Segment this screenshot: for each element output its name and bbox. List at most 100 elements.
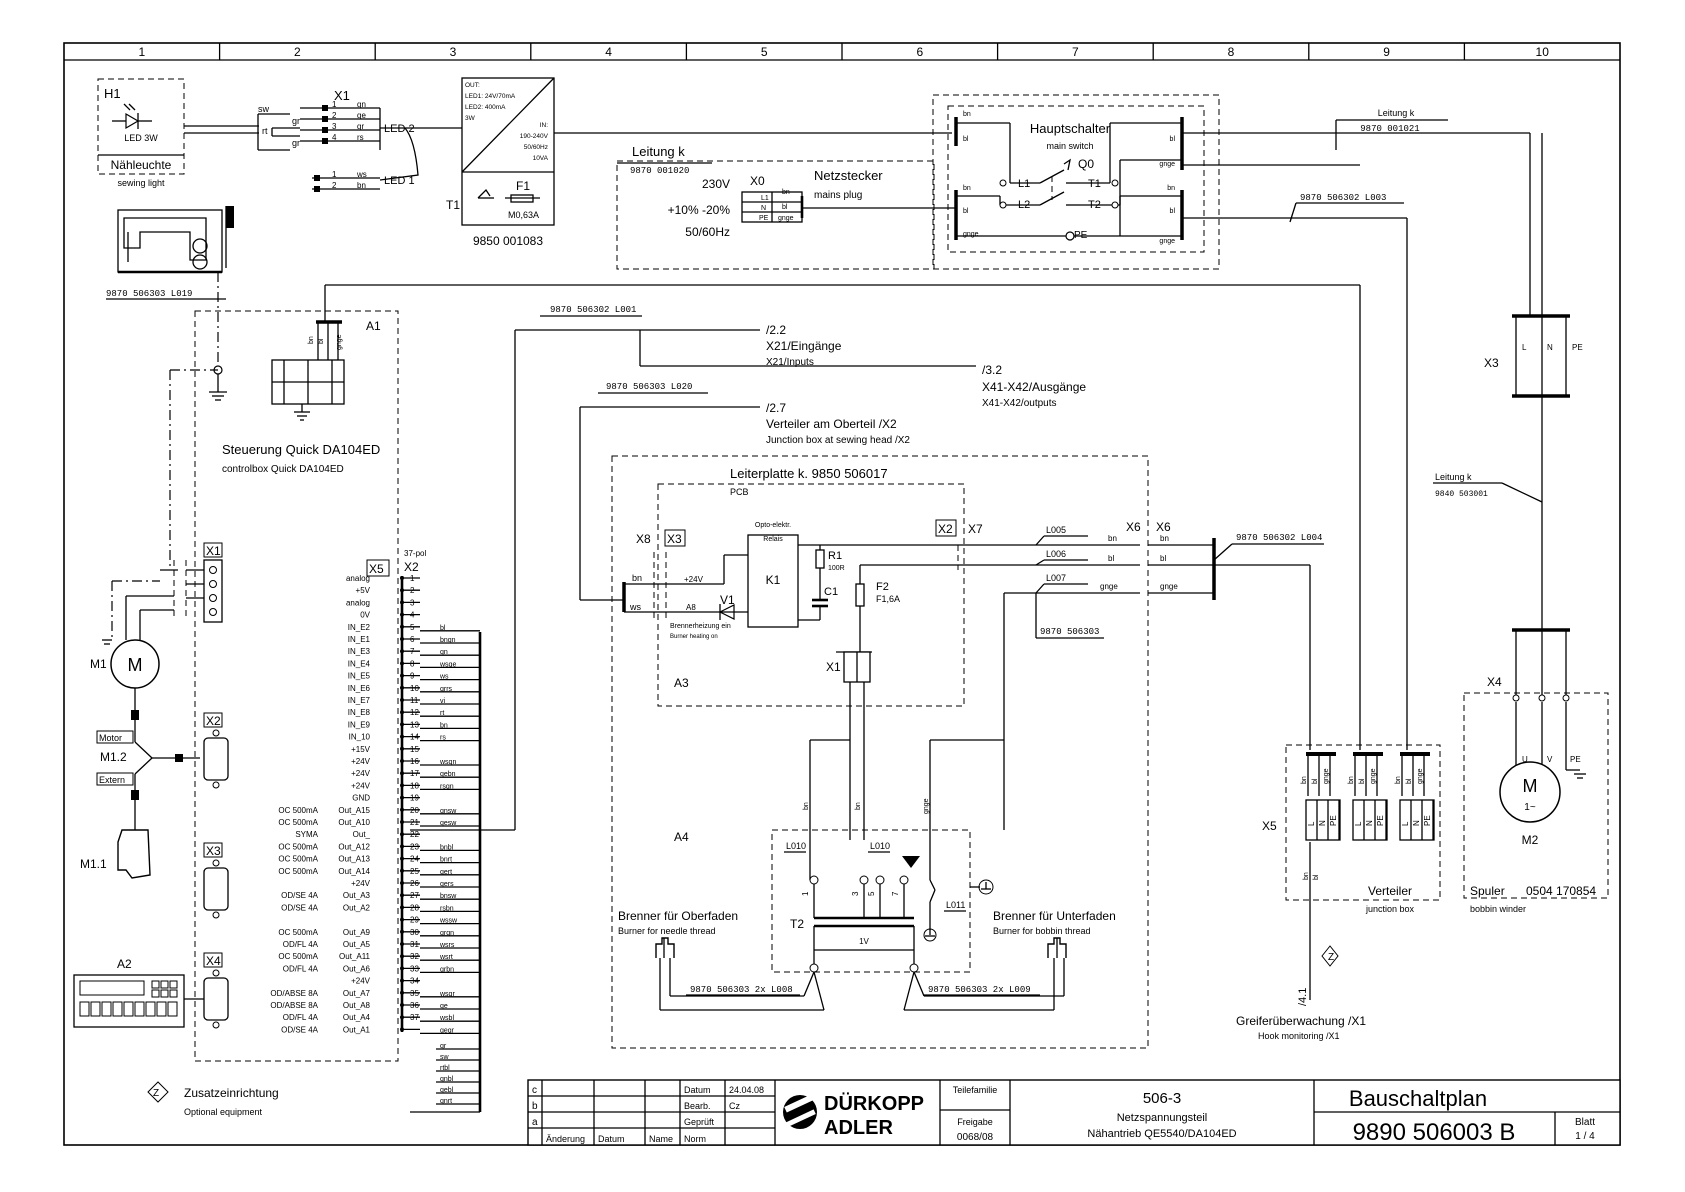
x2-pin-signal: Out_A15	[338, 806, 370, 815]
meta-date: 24.04.08	[729, 1085, 764, 1095]
led1-pin-number: 1	[332, 170, 337, 179]
x5-pin: N	[1412, 820, 1421, 826]
x5-wire-color: bn	[1348, 776, 1355, 784]
sewing-light-h1: H1 LED 3W Nähleuchte sewing light	[97, 78, 259, 188]
x2-pin-rating: OD/ABSE 8A	[270, 989, 318, 998]
x2-wire-color: bnbl	[440, 844, 454, 851]
sheet-value: 1 / 4	[1575, 1131, 1595, 1142]
column-number: 3	[450, 45, 457, 59]
panel-key	[167, 1001, 178, 1017]
column-number: 7	[1072, 45, 1079, 59]
keypad-key	[151, 980, 160, 989]
x2-wire-color: gesw	[440, 820, 457, 827]
x2-wire-color: ge	[440, 1003, 448, 1010]
mains-plug-name-en: mains plug	[814, 190, 862, 201]
plug-pin-l1: L1	[761, 195, 769, 202]
pcb-24v: +24V	[684, 575, 704, 584]
pcb-x1: X1	[826, 660, 841, 674]
a1-title-en: controlbox Quick DA104ED	[222, 464, 344, 475]
psu-t1: T1	[446, 198, 460, 212]
psu-in-2: 50/60Hz	[524, 144, 548, 151]
doc-number: 9890 506003 B	[1353, 1119, 1516, 1146]
winder-name-en: bobbin winder	[1470, 904, 1526, 914]
x2-extra-color: gnrt	[440, 1098, 452, 1105]
h1-name-en: sewing light	[117, 178, 165, 188]
panel-key	[156, 1001, 167, 1017]
x2-wire-color: wsgn	[439, 759, 456, 766]
x2-pin-signal: Out_A10	[338, 818, 370, 827]
x5-pin: N	[1318, 820, 1327, 826]
x2-pin-signal: Out_A11	[339, 952, 371, 961]
m1-m: M	[128, 655, 143, 675]
x2-wire-color: wssw	[439, 918, 458, 925]
ms-l-gnge: gnge	[963, 231, 979, 238]
x6-left: X6	[1126, 520, 1141, 534]
x2-wire-color: grrs	[440, 686, 453, 693]
x2-pin-signal: Out_A2	[343, 903, 371, 912]
leitung-k-left-title: Leitung k	[632, 144, 685, 159]
supply-x0: X0	[750, 174, 765, 188]
x2-extra-color: rtbl	[440, 1065, 450, 1072]
pcb-region: Leiterplatte k. 9850 506017 PCB X8 X3 bn…	[611, 455, 1149, 1049]
x2-pin-signal: IN_E1	[348, 635, 371, 644]
x5-wire-color: bn	[1395, 776, 1402, 784]
ms-l-bn2: bn	[963, 185, 971, 192]
sensor-m11-icon	[117, 829, 151, 879]
ms-r-bl2: bl	[1170, 208, 1176, 215]
title-block: c b a Änderung Datum Name Norm Datum Bea…	[527, 1079, 1621, 1146]
plug-color-bl: bl	[782, 204, 788, 211]
x2-pin-signal: IN_E5	[348, 672, 371, 681]
a1-plug-bn: bn	[308, 336, 315, 344]
x2-pin-signal: Out_	[353, 830, 371, 839]
sheet-label: Blatt	[1575, 1117, 1595, 1128]
cable-l009: 9870 506303 2x L009	[928, 985, 1031, 995]
x2-pin-signal: +15V	[351, 745, 371, 754]
t2: T2	[790, 917, 804, 931]
x2-pin-rating: SYMA	[295, 830, 318, 839]
sub-connectors: X2 X3 X4	[184, 712, 229, 1029]
f2: F2	[876, 581, 889, 593]
led1-pin-color: ws	[356, 170, 367, 179]
x1-wire-rt: rt	[262, 126, 268, 136]
x2-pin-signal: IN_10	[349, 733, 371, 742]
x2-pin-rating: OD/SE 4A	[281, 1025, 319, 1034]
pcb-x7: X7	[968, 522, 983, 536]
ref1-en: X21/Inputs	[766, 357, 814, 368]
x1-pin-number: 1	[332, 100, 337, 109]
x5-wire-color: gnge	[1323, 768, 1330, 784]
keypad-key	[160, 980, 169, 989]
x3-pin-pe: PE	[1572, 343, 1583, 352]
pcb-x3-box	[664, 529, 686, 547]
x5-pin: N	[1365, 820, 1374, 826]
x1-pin-color: gr	[357, 122, 364, 131]
x5-label: X5	[1262, 819, 1277, 833]
led1-pin-number: 2	[332, 181, 337, 190]
rev-a: a	[532, 1117, 538, 1128]
relay-l2: Relais	[763, 536, 783, 543]
led1-pin-color: bn	[357, 181, 366, 190]
x2-label: X5	[369, 562, 384, 576]
release-value: 0068/08	[957, 1132, 994, 1143]
legend-text-en: Optional equipment	[184, 1107, 263, 1117]
ms-l-bn1: bn	[963, 111, 971, 118]
thread-burners: Brenner für Oberfaden Burner for needle …	[618, 909, 1116, 1011]
keypad-key	[169, 989, 178, 998]
wire-bn-1: bn	[803, 802, 810, 810]
burner-heat-en: Burner heating on	[670, 634, 718, 640]
x2-pin-rating: OC 500mA	[278, 952, 318, 961]
cable-l008: 9870 506303 2x L008	[690, 985, 793, 995]
x6-r-gnge: gnge	[1160, 582, 1178, 591]
psu-out-0: OUT:	[465, 82, 480, 89]
x2-pin-signal: Out_A1	[343, 1025, 371, 1034]
x1-wire-sw: sw	[258, 104, 270, 114]
l010a: L010	[786, 841, 806, 851]
a1-id: A1	[366, 319, 381, 333]
relay-k1-label: K1	[766, 573, 781, 587]
a1-plug-bl: bl	[318, 338, 325, 344]
x1-pair-b: gr	[292, 138, 300, 148]
x2-pin-rating: OC 500mA	[278, 867, 318, 876]
x2-pin-signal: Out_A12	[338, 842, 370, 851]
meta-bearb: Cz	[729, 1101, 740, 1111]
